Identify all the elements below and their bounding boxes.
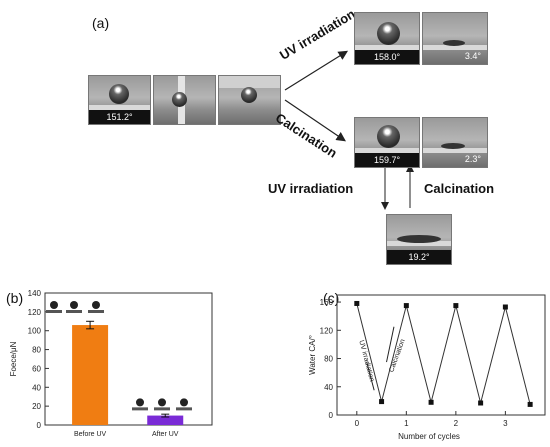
series-line (356, 303, 531, 405)
data-point (502, 304, 508, 310)
x-category-label: After UV (152, 431, 179, 438)
y-tick-label: 60 (32, 364, 41, 373)
droplet-photo-2 (153, 75, 216, 125)
substrate-schematic (154, 407, 170, 411)
calc-photo-1: 159.7° (354, 117, 420, 168)
y-tick-label: 120 (320, 326, 334, 335)
droplet-schematic (50, 301, 58, 309)
calc-photo-2: 2.3° (422, 117, 488, 168)
x-axis-label: Number of cycles (398, 432, 460, 441)
x-tick-label: 2 (454, 419, 459, 428)
contact-angle-caption: 19.2° (387, 250, 451, 264)
droplet-schematic (136, 398, 144, 407)
data-point (403, 303, 409, 309)
cycle-uv-label: UV irradiation (268, 181, 354, 196)
droplet-photo-1: 151.2° (88, 75, 151, 125)
y-axis-label: Foece/μN (9, 341, 18, 376)
droplet-photo-3 (218, 75, 281, 125)
x-tick-label: 0 (355, 419, 360, 428)
annotation-arrow (386, 326, 395, 363)
cycle-calcination-label: Calcination (424, 181, 495, 196)
substrate-schematic (46, 310, 62, 313)
annotation-arrow (366, 361, 375, 391)
x-tick-label: 1 (404, 419, 409, 428)
data-point (354, 300, 360, 306)
y-tick-label: 160 (320, 298, 334, 307)
panel-b-label: (b) (6, 290, 24, 306)
panel-a-label: (a) (92, 15, 110, 31)
data-point (478, 400, 484, 406)
panel-c-label: (c) (323, 290, 340, 306)
x-category-label: Before UV (74, 431, 107, 438)
data-point (428, 399, 434, 405)
bar-after-uv (147, 415, 184, 425)
y-axis-label: Water CA/° (308, 335, 317, 375)
data-point (379, 399, 385, 405)
y-tick-label: 0 (329, 411, 334, 420)
contact-angle-caption: 159.7° (355, 153, 419, 167)
droplet-schematic (180, 398, 188, 407)
substrate-schematic (176, 407, 192, 411)
data-point (453, 303, 459, 309)
droplet-schematic (92, 301, 100, 309)
y-tick-label: 80 (32, 346, 41, 355)
bottom-droplet-photo: 19.2° (386, 214, 452, 265)
contact-angle-caption: 151.2° (89, 110, 150, 124)
y-tick-label: 120 (28, 308, 42, 317)
contact-angle-caption: 3.4° (464, 51, 481, 61)
plot-frame (336, 294, 546, 416)
droplet-schematic (70, 301, 78, 309)
plot-frame (44, 292, 213, 426)
contact-angle-caption: 2.3° (464, 154, 481, 164)
y-tick-label: 40 (324, 383, 333, 392)
y-tick-label: 20 (32, 402, 41, 411)
contact-angle-caption: 158.0° (355, 50, 419, 64)
substrate-schematic (88, 310, 104, 313)
y-tick-label: 140 (28, 289, 42, 298)
substrate-schematic (132, 407, 148, 411)
uv-photo-1: 158.0° (354, 12, 420, 65)
y-tick-label: 100 (28, 327, 42, 336)
y-tick-label: 40 (32, 383, 41, 392)
uv-photo-2: 3.4° (422, 12, 488, 65)
bar-before-uv (72, 325, 109, 425)
y-tick-label: 80 (324, 355, 333, 364)
calcination-annotation: Calcination (388, 338, 406, 373)
y-tick-label: 0 (37, 421, 42, 430)
substrate-schematic (66, 310, 82, 313)
x-tick-label: 3 (503, 419, 508, 428)
droplet-schematic (158, 398, 166, 407)
data-point (527, 401, 533, 407)
uv-irradiation-annotation: UV irradiation (357, 340, 375, 383)
